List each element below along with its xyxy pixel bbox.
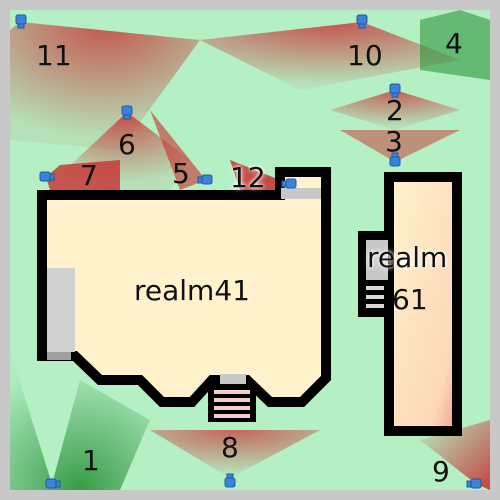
camera-icon[interactable] (389, 152, 401, 167)
camera-icon[interactable] (39, 171, 55, 182)
camera-icon[interactable] (356, 14, 368, 29)
coverage-zone-11 (10, 22, 200, 150)
camera-icon[interactable] (197, 174, 213, 185)
coverage-zone-3 (340, 130, 460, 162)
realm61-building[interactable] (384, 172, 462, 436)
camera-icon[interactable] (389, 83, 401, 98)
coverage-zone-7 (46, 160, 120, 190)
camera-icon[interactable] (224, 473, 236, 488)
realm41-building[interactable] (37, 167, 331, 407)
realm41-stairs[interactable] (208, 384, 256, 422)
coverage-zone-9 (420, 420, 490, 490)
camera-icon[interactable] (281, 178, 297, 189)
realm41-door-bottom[interactable] (220, 374, 246, 384)
realm41-door-left[interactable] (47, 268, 75, 352)
realm41-door-left-sill (47, 352, 71, 360)
realm61-stairs[interactable] (358, 231, 388, 317)
coverage-zone-5 (150, 110, 206, 190)
camera-icon[interactable] (15, 14, 27, 29)
camera-icon[interactable] (121, 105, 133, 120)
coverage-zone-8 (150, 430, 320, 478)
camera-icon[interactable] (466, 478, 482, 489)
coverage-zone-10 (200, 22, 460, 90)
realm41-door-top[interactable] (281, 188, 321, 199)
coverage-zone-1 (10, 350, 150, 490)
camera-icon[interactable] (45, 478, 61, 489)
coverage-zone-2 (330, 90, 460, 130)
coverage-zone-4 (420, 10, 490, 80)
